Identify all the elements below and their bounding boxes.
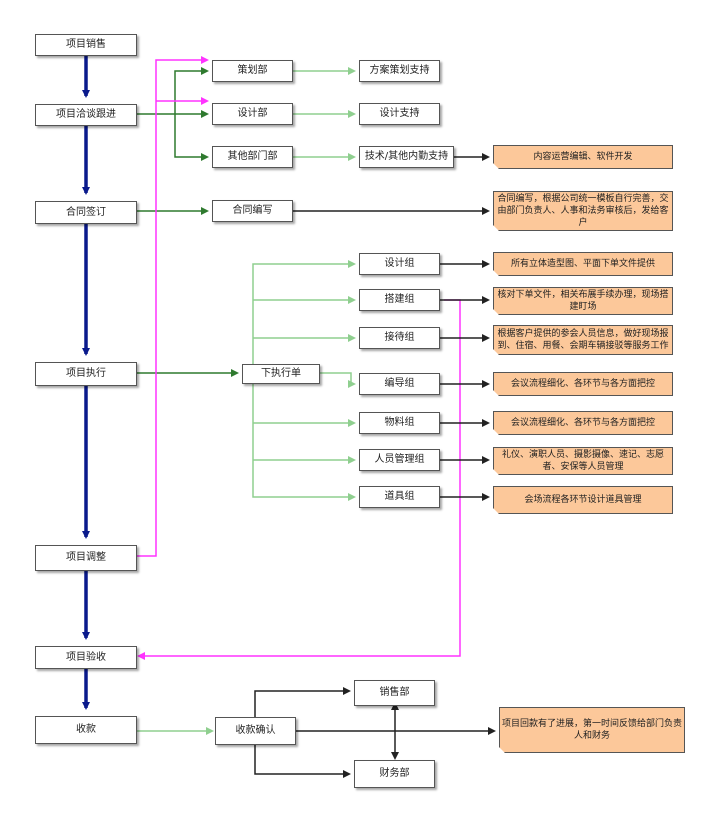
node-label: 下执行单 — [261, 368, 301, 379]
node-label: 设计组 — [384, 258, 415, 269]
node-plan-support[interactable]: 方案策划支持 — [359, 60, 440, 82]
note-props-group: 会场流程各环节设计道具管理 — [493, 486, 673, 514]
node-label: 编导组 — [384, 378, 415, 389]
node-contract-signing[interactable]: 合同签订 — [35, 201, 137, 224]
node-label: 收款确认 — [235, 725, 276, 736]
node-label: 合同签订 — [66, 206, 106, 218]
note-staff-group: 礼仪、演职人员、摄影摄像、速记、志愿者、安保等人员管理 — [493, 447, 673, 475]
node-label: 项目销售 — [66, 39, 106, 50]
note-text: 合同编写，根据公司统一模板自行完善，交由部门负责人、人事和法务审核后，发给客户 — [497, 194, 669, 228]
node-label: 物料组 — [384, 417, 415, 428]
node-project-execution[interactable]: 项目执行 — [35, 362, 137, 386]
node-design-support[interactable]: 设计支持 — [359, 103, 440, 125]
node-contract-writing[interactable]: 合同编写 — [212, 200, 293, 222]
node-staff-group[interactable]: 人员管理组 — [359, 449, 440, 471]
node-label: 方案策划支持 — [369, 65, 430, 76]
note-text: 项目回款有了进展，第一时间反馈给部门负责人和财务 — [502, 719, 683, 741]
node-label: 合同编写 — [232, 205, 273, 216]
note-text: 会议流程细化、各环节与各方面把控 — [510, 379, 655, 389]
node-label: 设计支持 — [379, 108, 420, 119]
node-label: 其他部门部 — [227, 151, 278, 162]
node-project-adjustment[interactable]: 项目调整 — [35, 545, 137, 571]
node-label: 项目洽谈跟进 — [56, 109, 116, 120]
node-project-sales[interactable]: 项目销售 — [35, 34, 137, 56]
node-sales-dept[interactable]: 销售部 — [354, 680, 435, 706]
node-label: 策划部 — [237, 65, 268, 76]
note-director-group: 会议流程细化、各环节与各方面把控 — [493, 372, 673, 396]
note-build-group: 核对下单文件，相关布展手续办理，现场搭建盯场 — [493, 287, 673, 315]
node-design-dept[interactable]: 设计部 — [212, 103, 293, 125]
node-project-negotiation[interactable]: 项目洽谈跟进 — [35, 104, 137, 126]
node-project-acceptance[interactable]: 项目验收 — [35, 646, 137, 669]
note-text: 礼仪、演职人员、摄影摄像、速记、志愿者、安保等人员管理 — [501, 450, 664, 472]
node-label: 道具组 — [384, 491, 415, 502]
note-contract: 合同编写，根据公司统一模板自行完善，交由部门负责人、人事和法务审核后，发给客户 — [493, 191, 673, 231]
node-materials-group[interactable]: 物料组 — [359, 412, 440, 434]
node-label: 项目调整 — [66, 552, 106, 563]
note-text: 会议流程细化、各环节与各方面把控 — [510, 418, 655, 428]
node-tech-support[interactable]: 技术/其他内勤支持 — [359, 146, 454, 168]
node-reception-group[interactable]: 接待组 — [359, 327, 440, 349]
node-planning-dept[interactable]: 策划部 — [212, 60, 293, 82]
note-text: 核对下单文件，相关布展手续办理，现场搭建盯场 — [497, 290, 669, 312]
note-materials-group: 会议流程细化、各环节与各方面把控 — [493, 411, 673, 435]
node-other-dept[interactable]: 其他部门部 — [212, 146, 293, 168]
node-label: 收款 — [76, 724, 96, 735]
node-build-group[interactable]: 搭建组 — [359, 289, 440, 311]
note-design-group: 所有立体造型图、平面下单文件提供 — [493, 252, 673, 276]
note-text: 会场流程各环节设计道具管理 — [524, 495, 642, 505]
node-label: 接待组 — [384, 332, 415, 343]
node-label: 人员管理组 — [374, 454, 425, 465]
node-label: 技术/其他内勤支持 — [364, 151, 449, 162]
node-dispatch-order[interactable]: 下执行单 — [242, 364, 320, 384]
note-payment: 项目回款有了进展，第一时间反馈给部门负责人和财务 — [499, 707, 685, 753]
node-payment-confirm[interactable]: 收款确认 — [215, 717, 296, 745]
node-label: 项目验收 — [66, 651, 106, 663]
node-label: 财务部 — [379, 768, 410, 779]
node-label: 销售部 — [379, 687, 410, 698]
node-director-group[interactable]: 编导组 — [359, 373, 440, 395]
node-design-group[interactable]: 设计组 — [359, 253, 440, 275]
node-payment[interactable]: 收款 — [35, 716, 137, 744]
node-label: 搭建组 — [384, 294, 415, 305]
node-props-group[interactable]: 道具组 — [359, 486, 440, 508]
node-finance-dept[interactable]: 财务部 — [354, 760, 435, 788]
node-label: 设计部 — [237, 108, 268, 119]
note-reception-group: 根据客户提供的参会人员信息，做好现场报到、住宿、用餐、会期车辆接驳等服务工作 — [493, 325, 673, 355]
note-text: 根据客户提供的参会人员信息，做好现场报到、住宿、用餐、会期车辆接驳等服务工作 — [497, 329, 669, 351]
note-text: 所有立体造型图、平面下单文件提供 — [510, 259, 655, 269]
node-label: 项目执行 — [66, 368, 106, 379]
note-text: 内容运营编辑、软件开发 — [533, 152, 633, 162]
note-content-ops: 内容运营编辑、软件开发 — [493, 145, 673, 169]
